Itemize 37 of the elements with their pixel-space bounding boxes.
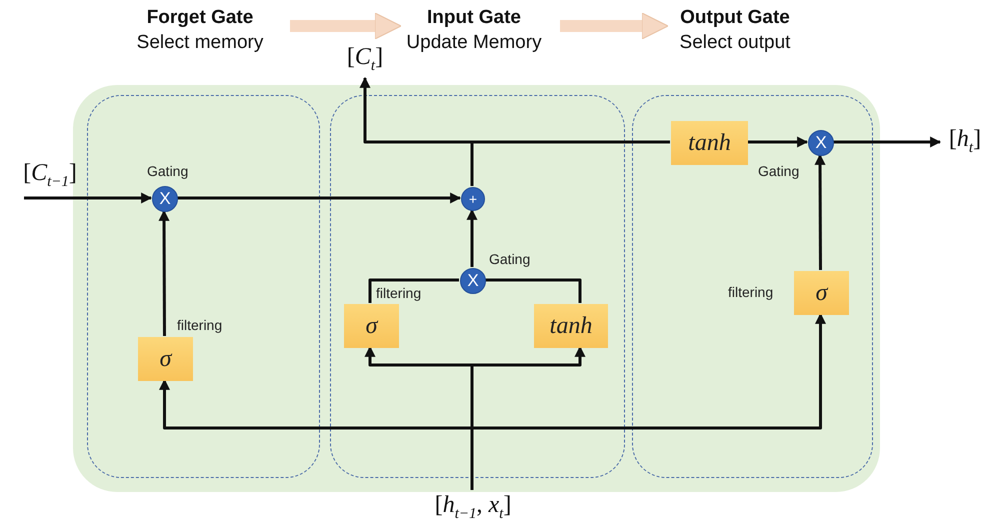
gate-title: Input Gate [427, 6, 521, 30]
arrow [814, 154, 826, 270]
operator-circle: X [808, 130, 834, 156]
filtering-label: filtering [376, 285, 422, 301]
gating-label: Gating [147, 163, 188, 179]
operator-circle: X [152, 186, 178, 212]
arrow [177, 192, 462, 204]
arrow [833, 136, 942, 148]
gate-region [632, 95, 873, 478]
gate-subtitle: Select output [680, 31, 790, 55]
function-box: σ [794, 271, 849, 315]
gate-subtitle: Update Memory [406, 31, 542, 55]
gate-region [87, 95, 320, 478]
function-box: tanh [534, 304, 608, 348]
function-box: tanh [671, 121, 748, 165]
gating-label: Gating [758, 163, 800, 179]
block-arrow [560, 12, 669, 40]
gating-label: Gating [489, 251, 530, 267]
gate-title: Output Gate [680, 6, 790, 30]
filtering-label: filtering [728, 284, 774, 300]
math-label: [h$_{t−1}$, x$_{t}$] [414, 490, 532, 526]
function-box: σ [138, 337, 193, 381]
arrow [747, 136, 808, 148]
arrow [466, 208, 478, 267]
filtering-label: filtering [177, 317, 222, 333]
block-arrow [290, 12, 402, 40]
gate-subtitle: Select memory [136, 31, 264, 55]
math-label: [C$_{t}$] [340, 42, 390, 78]
math-label: [h$_{t}$] [940, 124, 990, 160]
gate-region [330, 95, 625, 478]
math-label: [C$_{t−1}$] [12, 158, 88, 198]
gate-title: Forget Gate [146, 6, 254, 30]
arrow [24, 192, 152, 204]
operator-circle: X [460, 268, 486, 294]
arrow [158, 210, 170, 336]
function-box: σ [344, 304, 399, 348]
operator-circle: + [461, 187, 485, 211]
